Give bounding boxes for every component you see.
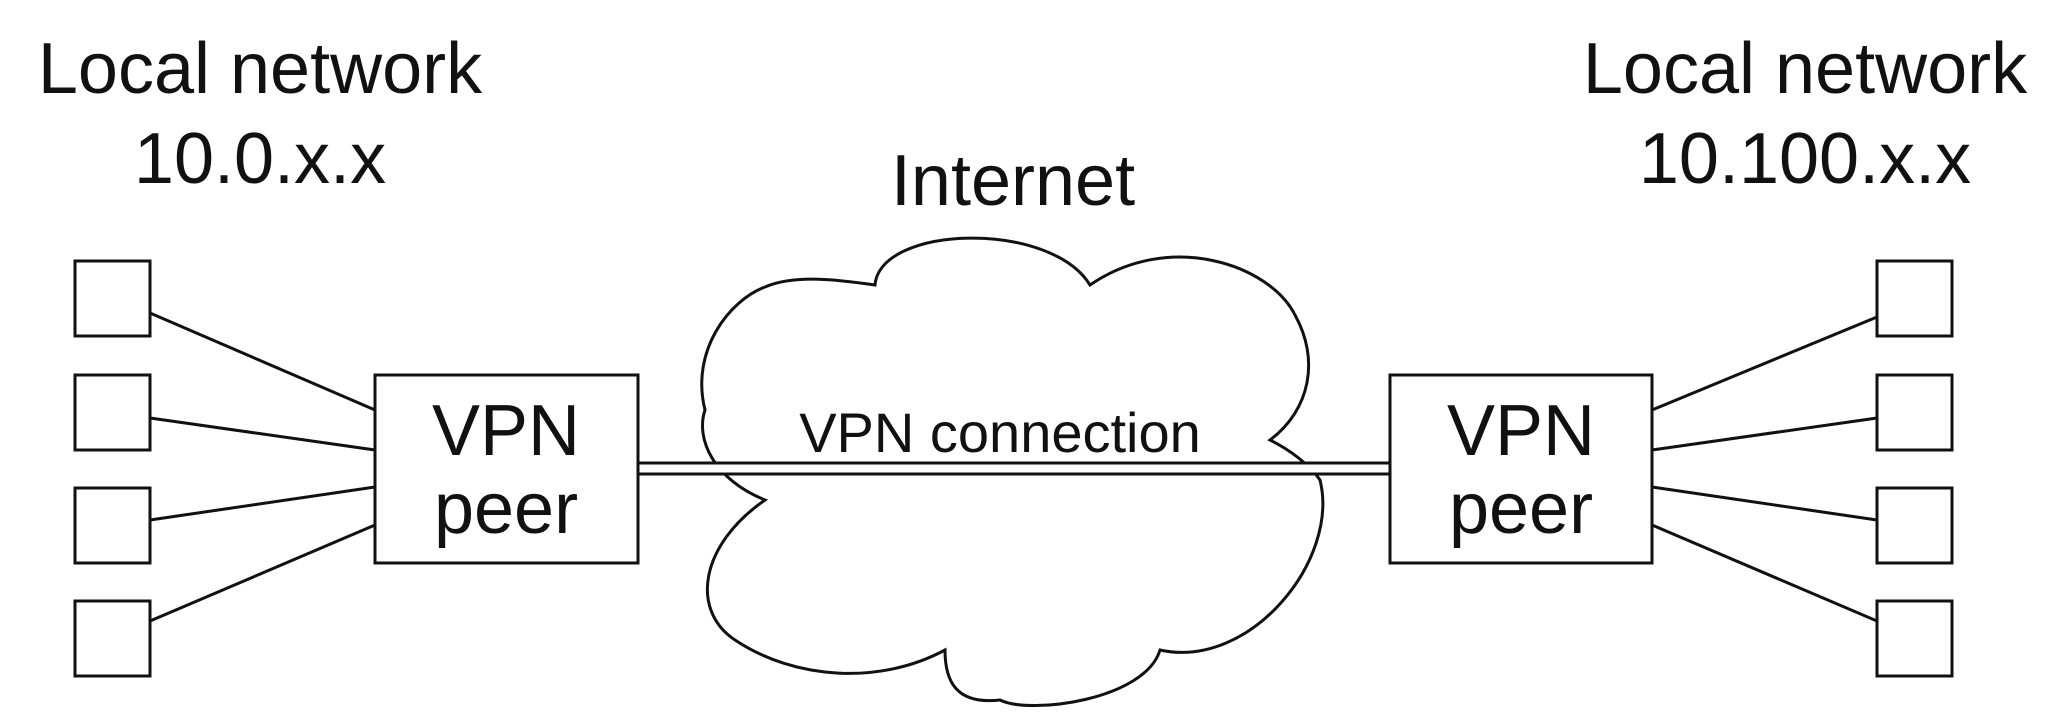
vpn-connection-tunnel: [636, 461, 1392, 476]
right-network-subnet: 10.100.x.x: [1639, 119, 1971, 199]
left-link-2: [149, 416, 376, 452]
left-link-1: [149, 311, 376, 412]
left-host-box-1: [73, 259, 152, 338]
right-vpn-peer-box: [1388, 373, 1654, 565]
vpn-connection-label: VPN connection: [799, 401, 1201, 464]
right-peer-label-line2: peer: [1449, 469, 1593, 549]
internet-label: Internet: [891, 141, 1135, 221]
left-link-3: [149, 485, 376, 522]
left-network-title: Local network: [38, 29, 483, 109]
right-link-1: [1651, 315, 1878, 412]
left-host-box-2: [73, 373, 152, 452]
left-peer-label-line1: VPN: [432, 391, 580, 471]
right-host-box-3: [1875, 486, 1954, 565]
right-network-title: Local network: [1583, 29, 2028, 109]
left-link-4: [149, 523, 376, 623]
left-host-box-4: [73, 599, 152, 678]
right-link-4: [1651, 523, 1878, 623]
left-peer-label-line2: peer: [434, 469, 578, 549]
internet-cloud: [700, 236, 1325, 708]
right-host-box-2: [1875, 373, 1954, 452]
left-vpn-peer-box: [373, 373, 640, 565]
right-peer-label-line1: VPN: [1447, 391, 1595, 471]
right-host-box-4: [1875, 599, 1954, 678]
right-link-3: [1651, 485, 1878, 522]
left-host-box-3: [73, 486, 152, 565]
left-network-subnet: 10.0.x.x: [134, 119, 386, 199]
right-host-box-1: [1875, 259, 1954, 338]
right-link-2: [1651, 416, 1878, 452]
